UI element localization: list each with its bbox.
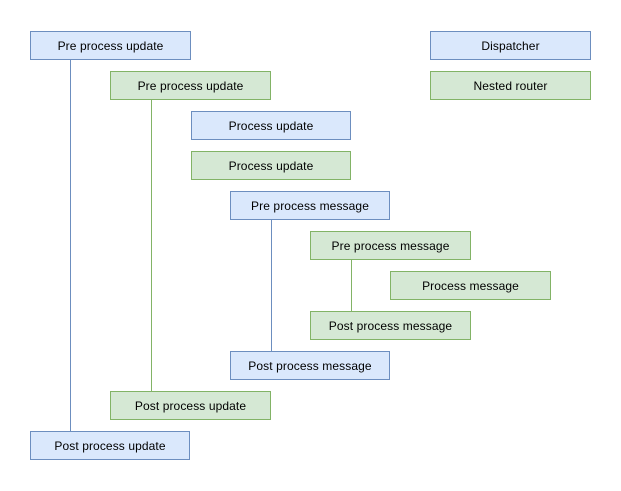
node-label: Post process update [54, 438, 166, 453]
node-post-process-message-router[interactable]: Post process message [310, 311, 471, 340]
node-pre-process-update-dispatcher[interactable]: Pre process update [30, 31, 191, 60]
connector-dispatcher-message-lifeline [271, 220, 272, 351]
node-pre-process-message-dispatcher[interactable]: Pre process message [230, 191, 390, 220]
node-label: Pre process update [57, 38, 164, 53]
node-label: Pre process message [331, 238, 450, 253]
legend-item-nested-router[interactable]: Nested router [430, 71, 591, 100]
node-label: Post process message [328, 318, 453, 333]
node-label: Post process message [248, 358, 372, 373]
node-label: Pre process message [251, 198, 369, 213]
connector-dispatcher-update-lifeline [70, 60, 71, 431]
node-post-process-message-dispatcher[interactable]: Post process message [230, 351, 390, 380]
connector-router-update-lifeline [151, 100, 152, 391]
node-label: Post process update [134, 398, 247, 413]
legend-item-dispatcher[interactable]: Dispatcher [430, 31, 591, 60]
node-label: Process message [422, 278, 519, 293]
node-pre-process-update-router[interactable]: Pre process update [110, 71, 271, 100]
node-label: Pre process update [137, 78, 244, 93]
node-post-process-update-dispatcher[interactable]: Post process update [30, 431, 190, 460]
node-label: Process update [228, 118, 314, 133]
node-pre-process-message-router[interactable]: Pre process message [310, 231, 471, 260]
node-process-message-router[interactable]: Process message [390, 271, 551, 300]
node-post-process-update-router[interactable]: Post process update [110, 391, 271, 420]
legend-label: Dispatcher [481, 38, 540, 53]
node-process-update-dispatcher[interactable]: Process update [191, 111, 351, 140]
connector-router-message-lifeline [351, 260, 352, 311]
legend-label: Nested router [473, 78, 548, 93]
node-process-update-router[interactable]: Process update [191, 151, 351, 180]
node-label: Process update [228, 158, 314, 173]
